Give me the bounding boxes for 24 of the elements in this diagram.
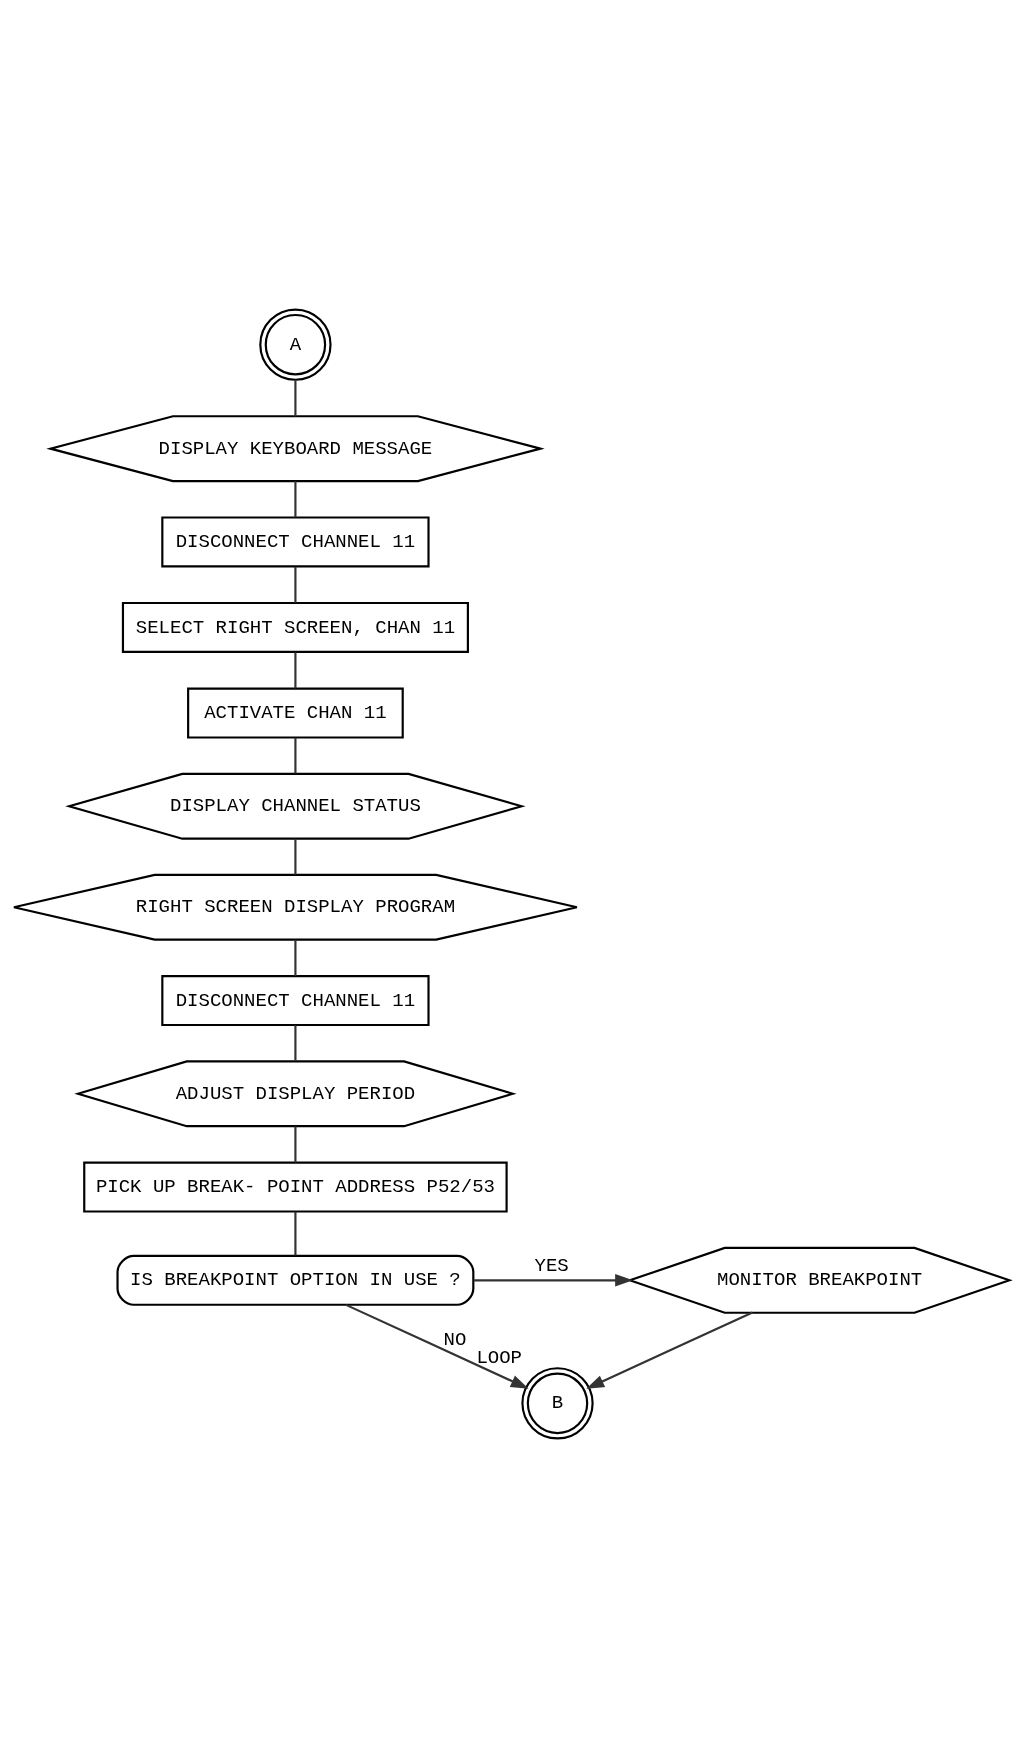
connector: [294, 379, 297, 416]
node-circle: A: [259, 307, 332, 381]
connector: [294, 737, 297, 773]
connector: [294, 1125, 297, 1162]
connector: [294, 1024, 297, 1061]
arrow: [586, 1311, 753, 1389]
arrow: [345, 1303, 529, 1389]
node-box: DISCONNECT CHANNEL 11: [161, 974, 430, 1026]
node-box: IS BREAKPOINT OPTION IN USE ?: [116, 1254, 475, 1306]
edge-label: NO: [443, 1328, 467, 1351]
connector: [294, 1211, 297, 1255]
arrow: [473, 1273, 634, 1287]
node-circle: B: [521, 1366, 594, 1440]
edge-label: YES: [534, 1254, 569, 1277]
connector: [294, 480, 297, 517]
connector: [294, 566, 297, 603]
connector: [294, 651, 297, 688]
node-box: ACTIVATE CHAN 11: [187, 687, 404, 739]
node-box: DISCONNECT CHANNEL 11: [161, 515, 430, 567]
node-box: SELECT RIGHT SCREEN, CHAN 11: [121, 601, 469, 653]
connector: [294, 838, 297, 875]
node-label: LOOP: [476, 1346, 523, 1369]
node-box: PICK UP BREAK- POINT ADDRESS P52/53: [83, 1161, 508, 1213]
connector: [294, 939, 297, 976]
